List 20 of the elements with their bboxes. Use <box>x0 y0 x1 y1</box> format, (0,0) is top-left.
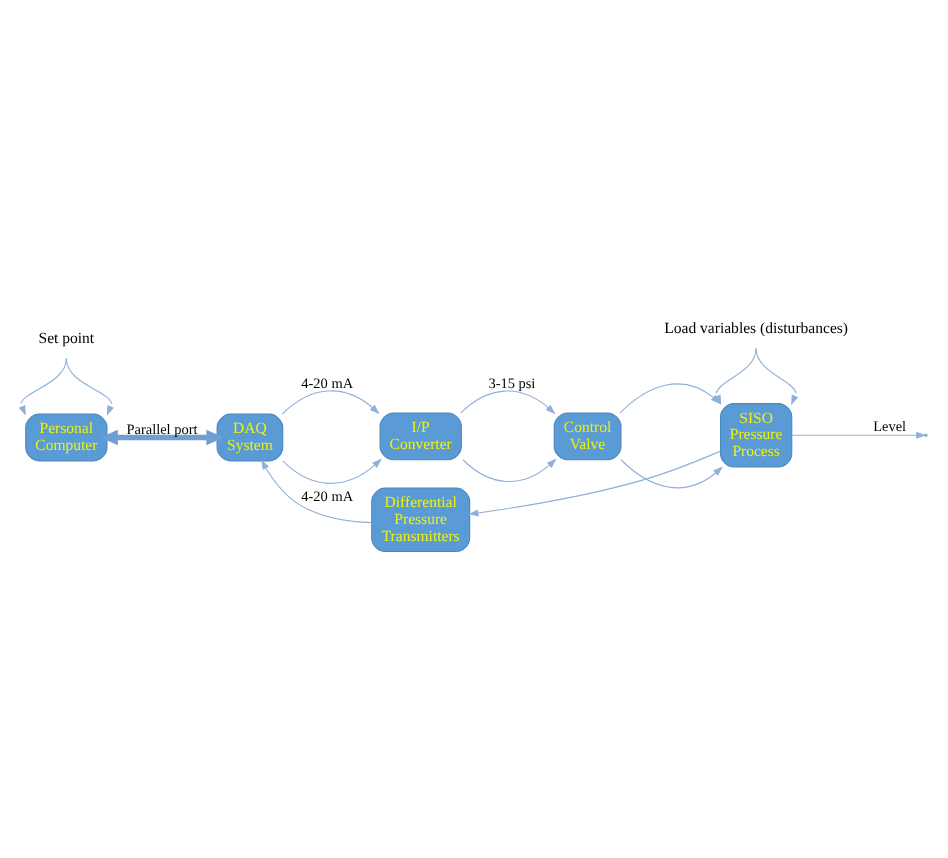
node-text: Set point <box>38 327 95 346</box>
arrow <box>468 449 721 516</box>
arrow <box>281 389 380 414</box>
node-text: Load variables (disturbances) <box>664 317 848 336</box>
arrow <box>261 458 373 523</box>
node-box: SISO Pressure Process <box>720 402 793 467</box>
arrow <box>100 428 224 445</box>
arrow <box>714 346 757 405</box>
node-box: I/P Converter <box>379 411 462 460</box>
arrow <box>65 356 114 415</box>
arrow <box>282 457 382 483</box>
arrow <box>18 356 67 415</box>
arrow <box>755 346 799 405</box>
node-box: Differential Pressure Transmitters <box>371 486 471 552</box>
node-box: DAQ System <box>216 412 284 461</box>
arrow <box>460 389 556 414</box>
arrow <box>462 457 557 481</box>
node-box: Control Valve <box>553 411 622 460</box>
node-box: Personal Computer <box>25 412 108 461</box>
arrow <box>620 458 723 488</box>
